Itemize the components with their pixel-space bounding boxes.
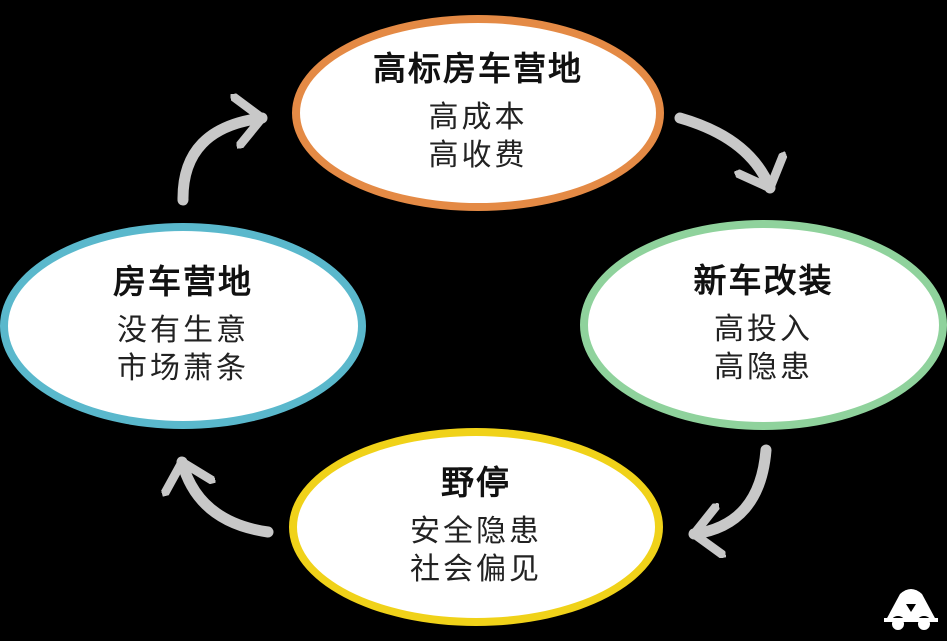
arrow-bottom-to-left <box>182 456 274 538</box>
node-line: 市场萧条 <box>117 351 249 387</box>
arrow-left-to-top <box>177 118 268 206</box>
node-title: 高标房车营地 <box>373 48 583 88</box>
node-title: 房车营地 <box>113 261 253 301</box>
node-wild-parking: 野停 安全隐患 社会偏见 <box>289 428 663 626</box>
arrow-top-to-right <box>674 112 770 194</box>
node-line: 高成本 <box>428 100 528 136</box>
node-high-standard-campsite: 高标房车营地 高成本 高收费 <box>292 15 664 211</box>
node-line: 高收费 <box>428 138 528 174</box>
node-title: 野停 <box>441 462 511 502</box>
node-line: 高隐患 <box>714 350 813 386</box>
node-rv-campsite: 房车营地 没有生意 市场萧条 <box>0 223 366 429</box>
car-logo-icon <box>884 589 938 632</box>
node-new-car-conversion: 新车改装 高投入 高隐患 <box>580 220 947 430</box>
node-line: 安全隐患 <box>410 514 542 550</box>
node-line: 社会偏见 <box>410 552 542 588</box>
node-line: 没有生意 <box>117 313 249 349</box>
arrow-right-to-bottom <box>688 444 772 534</box>
node-line: 高投入 <box>714 312 813 348</box>
node-title: 新车改装 <box>693 260 834 300</box>
